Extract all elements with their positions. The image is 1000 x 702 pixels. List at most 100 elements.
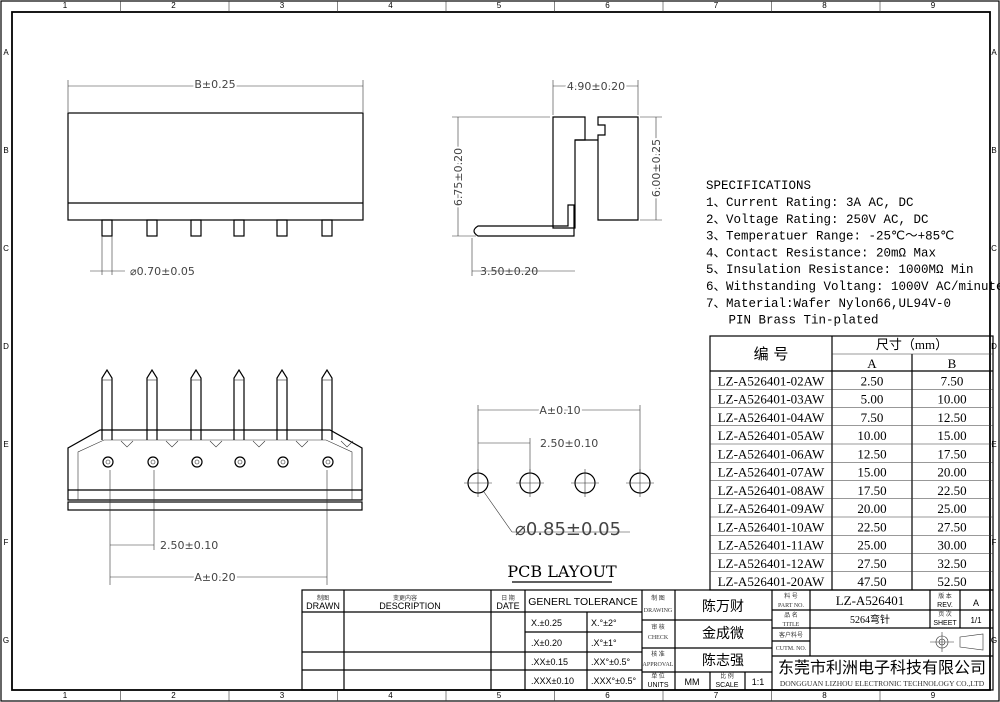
zone-number: 8 [822, 1, 827, 10]
linear-tolerance: .XXX±0.10 [531, 676, 574, 686]
part-number: LZ-A526401-02AW [718, 373, 825, 388]
company-name-cn: 东莞市利洲电子科技有限公司 [778, 658, 986, 677]
zone-letter: E [991, 440, 996, 449]
rev-label: REV. [937, 602, 953, 609]
zone-letter: B [3, 146, 8, 155]
units-label: UNITS [648, 682, 669, 689]
angular-tolerance: .X°±1° [591, 638, 617, 648]
zone-number: 2 [171, 691, 176, 700]
pin [101, 219, 113, 237]
pin [321, 219, 333, 237]
scale-value: 1:1 [752, 677, 765, 687]
part-number: LZ-A526401-11AW [718, 538, 825, 553]
spec-item: 2、Voltage Rating: 250V AC, DC [706, 213, 929, 227]
part-number: LZ-A526401-06AW [718, 446, 825, 461]
pin [276, 368, 288, 440]
zone-number: 9 [931, 1, 936, 10]
dim-pcb-hole: ⌀0.85±0.05 [515, 519, 621, 540]
zone-letter: G [991, 636, 997, 645]
pin [146, 368, 158, 440]
sheet-cn: 页 次 [938, 610, 952, 618]
pin [276, 219, 288, 237]
part-no-cn: 料 号 [784, 592, 798, 600]
table-row: LZ-A526401-09AW 20.00 25.00 [718, 501, 967, 516]
projection-symbol-icon [930, 632, 984, 652]
angular-tolerance: X.°±2° [591, 618, 617, 628]
zone-letter: D [991, 342, 997, 351]
check-label: CHECK [648, 635, 669, 641]
specifications: SPECIFICATIONS 1、Current Rating: 3A AC, … [706, 179, 1000, 328]
rev-value: A [973, 598, 979, 608]
zone-letter: G [3, 636, 9, 645]
dim-side-body-height: 6.00±0.25 [650, 139, 663, 197]
part-number: LZ-A526401-09AW [718, 501, 825, 516]
dim-a: 27.50 [857, 556, 886, 571]
zone-number: 1 [63, 691, 68, 700]
dim-pcb-pitch: 2.50±0.10 [540, 437, 598, 450]
pcb-layout-title: PCB LAYOUT [507, 562, 617, 581]
spec-item: 7、Material:Wafer Nylon66,UL94V-0 [706, 297, 951, 311]
part-no-value: LZ-A526401 [836, 593, 905, 608]
spec-item: 4、Contact Resistance: 20mΩ Max [706, 246, 936, 260]
dim-pcb-span: A±0.10 [539, 404, 580, 417]
zone-number: 3 [280, 691, 285, 700]
zone-number: 7 [714, 691, 719, 700]
dim-a: 20.00 [857, 501, 886, 516]
pin [190, 368, 202, 440]
zone-number: 3 [280, 1, 285, 10]
pin-hole [234, 456, 246, 468]
dim-front-span: A±0.20 [194, 571, 235, 584]
zone-letter: A [991, 48, 997, 57]
company-name-en: DONGGUAN LIZHOU ELECTRONIC TECHNOLOGY CO… [780, 679, 985, 688]
dim-b: 32.50 [937, 556, 966, 571]
pin-hole [277, 456, 289, 468]
zone-number: 7 [714, 1, 719, 10]
zone-letter: E [3, 440, 8, 449]
zone-number: 5 [497, 1, 502, 10]
pin [101, 368, 113, 440]
dim-a: 2.50 [861, 373, 884, 388]
dim-b: 27.50 [937, 519, 966, 534]
title-cn: 品 名 [784, 611, 798, 619]
dim-a: 7.50 [861, 410, 884, 425]
zone-number: 5 [497, 691, 502, 700]
dim-front-pitch: 2.50±0.10 [160, 539, 218, 552]
part-number: LZ-A526401-07AW [718, 465, 825, 480]
dim-b: 25.00 [937, 501, 966, 516]
angular-tolerance: .XX°±0.5° [591, 657, 631, 667]
pin-hole [102, 456, 114, 468]
date-label: DATE [496, 601, 519, 611]
zone-number: 2 [171, 1, 176, 10]
sheet-value: 1/1 [970, 616, 982, 625]
zone-letter: F [992, 538, 997, 547]
dim-pin-diameter: ⌀0.70±0.05 [130, 265, 195, 278]
title-value: 5264弯针 [850, 613, 890, 626]
pin [321, 368, 333, 440]
top-view: B±0.25 ⌀0.70±0.05 [67, 76, 364, 278]
drawing-name: 陈万财 [702, 598, 744, 615]
zone-letter: F [4, 538, 9, 547]
dim-a: 5.00 [861, 392, 884, 407]
zone-number: 4 [388, 1, 393, 10]
approval-cn: 核 准 [651, 650, 665, 658]
dim-b: 52.50 [937, 574, 966, 589]
cutm-cn: 客户料号 [779, 631, 803, 639]
zone-number: 9 [931, 691, 936, 700]
drawing-label: DRAWING [644, 608, 673, 614]
linear-tolerance: .X±0.20 [531, 638, 562, 648]
spec-item: 1、Current Rating: 3A AC, DC [706, 196, 914, 210]
desc-cn: 变更内容 [393, 594, 417, 602]
pin-hole [147, 456, 159, 468]
drawn-cn: 制图 [317, 594, 329, 602]
zone-number: 4 [388, 691, 393, 700]
